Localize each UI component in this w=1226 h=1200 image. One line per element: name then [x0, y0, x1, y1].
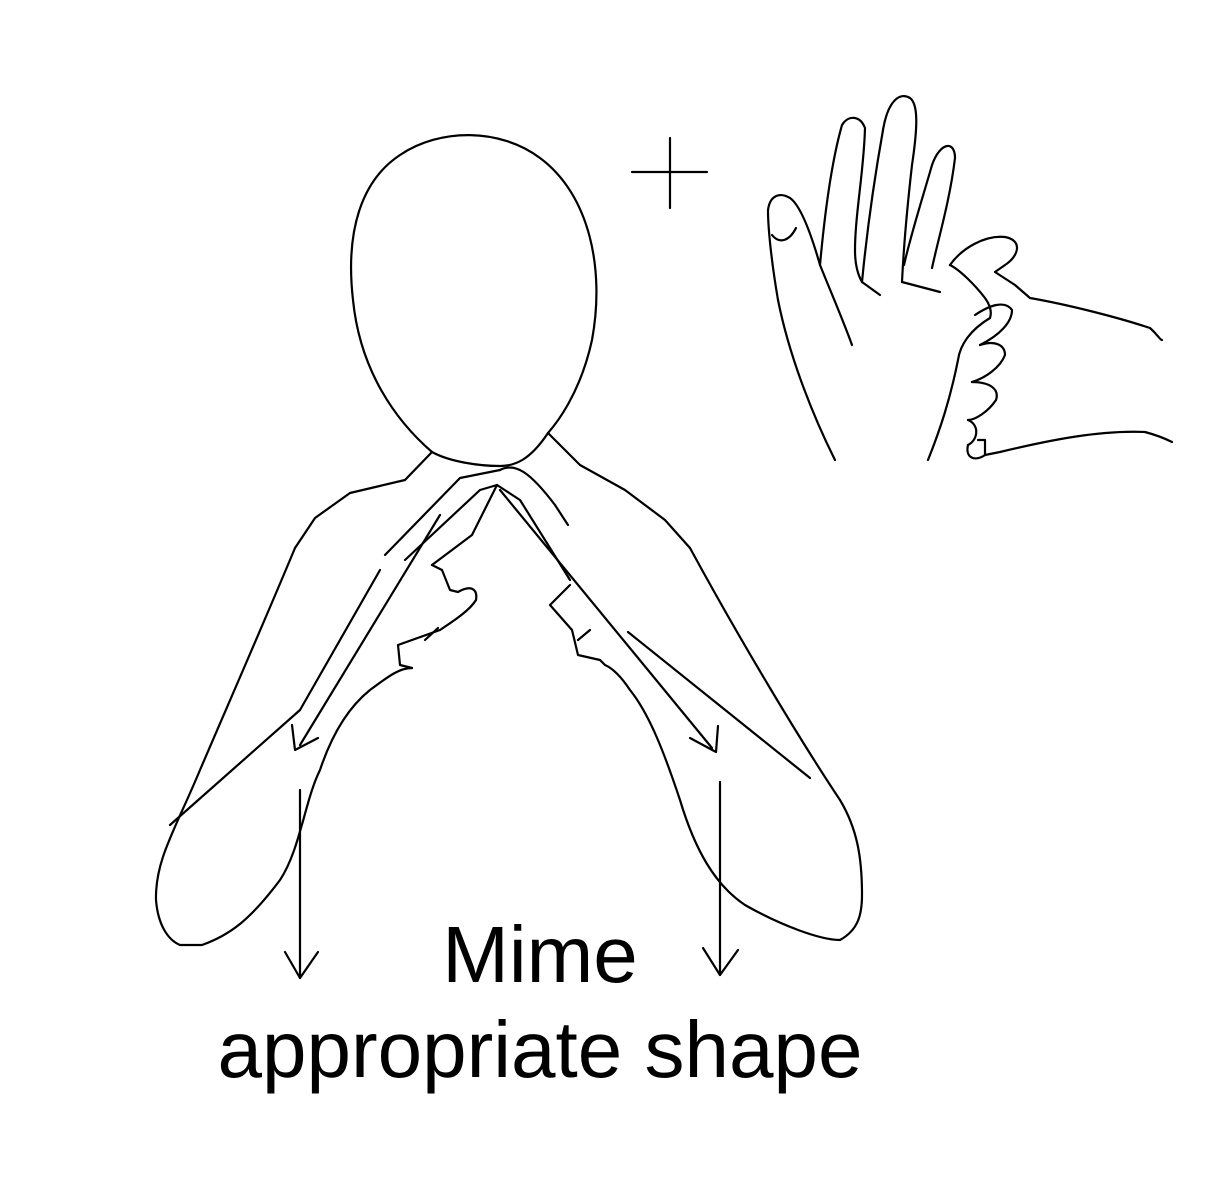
right-arm-icon — [603, 546, 864, 942]
arrow-down-icon — [701, 780, 740, 977]
arrow-diagonal-left-icon — [290, 513, 442, 752]
arrow-down-icon — [283, 788, 320, 980]
left-hand-icon — [383, 468, 502, 670]
arrow-diagonal-right-icon — [498, 488, 720, 754]
left-arm-icon — [154, 546, 414, 947]
hand-detail-icon — [766, 95, 1174, 462]
right-hand-icon — [430, 466, 607, 667]
torso-icon — [293, 431, 692, 550]
caption-subtitle: appropriate shape — [217, 1005, 863, 1094]
plus-icon — [630, 136, 709, 210]
caption-title: Mime — [442, 910, 638, 999]
head-icon — [349, 134, 598, 454]
